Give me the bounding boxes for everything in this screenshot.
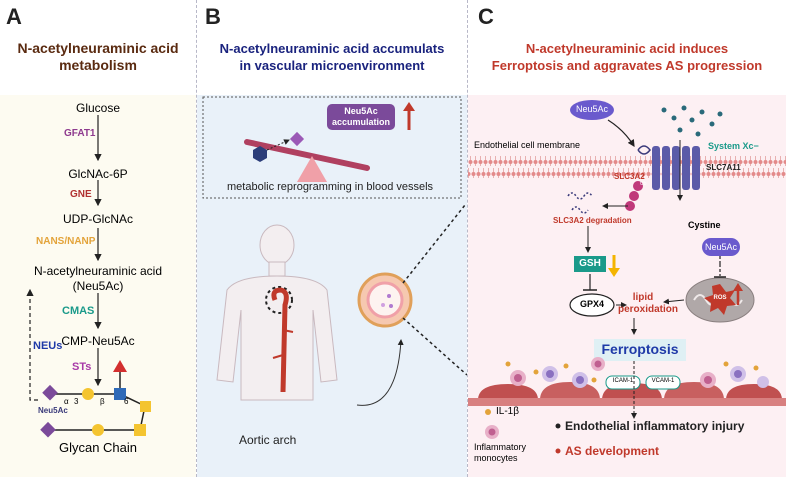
icam-label: ICAM-1 xyxy=(612,378,634,384)
glycan-link-6: 6 xyxy=(124,397,129,406)
neu5ac-mito-label: Neu5Ac xyxy=(704,242,738,252)
membrane-upper-layer xyxy=(468,156,786,166)
accumulation-badge xyxy=(327,104,395,130)
vcam-label: VCAM-1 xyxy=(651,378,675,384)
cystine-dots xyxy=(661,105,723,137)
system-xc-label: System Xc− xyxy=(708,141,759,151)
hexagon-icon xyxy=(253,146,267,162)
neu5ac-mito-badge xyxy=(702,238,740,256)
ros-label: ROS xyxy=(713,295,727,301)
node-glycan-chain: Glycan Chain xyxy=(58,440,138,455)
human-body-icon xyxy=(216,224,338,401)
ferroptosis-label: Ferroptosis xyxy=(601,341,679,357)
enzyme-gfat1: GFAT1 xyxy=(64,128,96,139)
icam-badge xyxy=(605,375,641,390)
separator-ab xyxy=(196,0,197,477)
panel-c-title: N-acetylneuraminic acid induces Ferropto… xyxy=(491,41,763,73)
il-label: IL-1β xyxy=(496,406,519,417)
ferroptosis-box xyxy=(594,339,686,361)
separator-bc xyxy=(467,0,468,477)
glycan-neu5ac-label: Neu5Ac xyxy=(38,406,68,415)
panel-a: A N-acetylneuraminic acid metabolism xyxy=(0,0,196,477)
aortic-arch-label: Aortic arch xyxy=(239,433,297,447)
aorta-icon xyxy=(271,287,289,393)
slc7a11-label: SLC7A11 xyxy=(706,163,741,172)
degradation-label: SLC3A2 degradation xyxy=(553,216,632,225)
slc3a2-label: SLC3A2 xyxy=(614,172,645,181)
glycan-link-3a: 3 xyxy=(74,397,79,406)
lipid-peroxidation-label: lipid peroxidation xyxy=(618,292,679,315)
gpx4-oval xyxy=(569,293,615,317)
gpx4-label: GPX4 xyxy=(579,299,604,309)
panel-c-illustration xyxy=(468,100,786,454)
il-legend-dot xyxy=(485,409,491,415)
glcnac-square-icon xyxy=(114,388,126,400)
galactose-circle-2-icon xyxy=(92,424,104,436)
node-neu5ac-abbrev: (Neu5Ac) xyxy=(72,279,124,293)
panel-c: C N-acetylneuraminic acid induces Ferrop… xyxy=(468,0,786,477)
seesaw-pivot xyxy=(297,156,327,182)
panel-b-title: N-acetylneuraminic acid accumulats in va… xyxy=(219,41,445,73)
curve-arrow xyxy=(356,339,404,406)
node-neu5ac: N-acetylneuraminic acid xyxy=(33,264,163,278)
aortic-highlight-circle xyxy=(265,286,293,314)
system-xc-transporter-icon xyxy=(637,145,700,190)
pathway-arrows xyxy=(26,115,151,438)
ub-bead-3 xyxy=(625,201,635,211)
membrane-label: Endothelial cell membrane xyxy=(474,140,581,150)
enzyme-nans-nanp: NANS/NANP xyxy=(36,236,96,247)
badge-text: Neu5Ac accumulation xyxy=(331,106,390,127)
inflammatory-monocytes-label: Inflammatory monocytes xyxy=(474,442,527,463)
slc3a2-degraded-icon xyxy=(567,192,593,214)
neu5ac-diamond-icon xyxy=(42,384,58,401)
reprogramming-box xyxy=(202,96,462,199)
panel-b: B N-acetylneuraminic acid accumulats in … xyxy=(197,0,467,477)
node-glucose: Glucose xyxy=(75,101,121,115)
seesaw-beam xyxy=(244,139,370,171)
reprogramming-caption: metabolic reprogramming in blood vessels xyxy=(227,181,434,193)
panel-b-illustration xyxy=(202,96,467,406)
bullet-dot-2 xyxy=(555,448,561,454)
neu5ac-top-badge xyxy=(570,100,614,120)
membrane-lower-layer xyxy=(468,168,786,178)
bullet-endothelial-injury: Endothelial inflammatory injury xyxy=(565,419,745,433)
enzyme-sts: STs xyxy=(72,361,92,373)
arrow-neus-recycle xyxy=(26,288,38,401)
enzyme-neus: NEUs xyxy=(33,340,63,352)
glycan-structure xyxy=(40,360,151,438)
il-dots xyxy=(505,361,759,383)
fucose-triangle-icon xyxy=(113,360,127,372)
cystine-label: Cystine xyxy=(688,220,721,230)
glycan-alpha: α xyxy=(64,397,69,406)
galactose-circle-icon xyxy=(82,388,94,400)
ub-bead-2 xyxy=(629,191,639,201)
node-cmp-neu5ac: CMP-Neu5Ac xyxy=(61,334,135,348)
panel-a-letter: A xyxy=(6,4,22,29)
gsh-box xyxy=(574,256,606,272)
diamond-icon xyxy=(289,131,305,147)
enzyme-cmas: CMAS xyxy=(62,305,95,317)
panel-b-letter: B xyxy=(205,4,221,29)
panel-a-title: N-acetylneuraminic acid metabolism xyxy=(17,40,179,73)
gal-square-2-icon xyxy=(134,424,146,436)
node-glcnac-6p: GlcNAc-6P xyxy=(68,167,128,181)
gsh-label: GSH xyxy=(579,258,601,269)
dashed-arrow xyxy=(266,139,290,151)
ros-burst-icon xyxy=(704,284,736,315)
node-udp-glcnac: UDP-GlcNAc xyxy=(62,212,133,226)
gal-square-icon xyxy=(140,401,151,412)
monocyte-cluster xyxy=(510,357,769,388)
ub-bead-1 xyxy=(633,181,643,191)
bullet-as-development: AS development xyxy=(565,444,660,458)
vcam-badge xyxy=(645,375,681,390)
glycan-beta: β xyxy=(100,397,105,406)
bullet-dot-1 xyxy=(555,423,561,429)
ub-label: Ub xyxy=(640,181,647,187)
neu5ac-diamond-2-icon xyxy=(40,421,56,438)
panel-c-letter: C xyxy=(478,4,494,29)
enzyme-gne: GNE xyxy=(70,189,92,200)
neu5ac-top-label: Neu5Ac xyxy=(575,104,609,114)
